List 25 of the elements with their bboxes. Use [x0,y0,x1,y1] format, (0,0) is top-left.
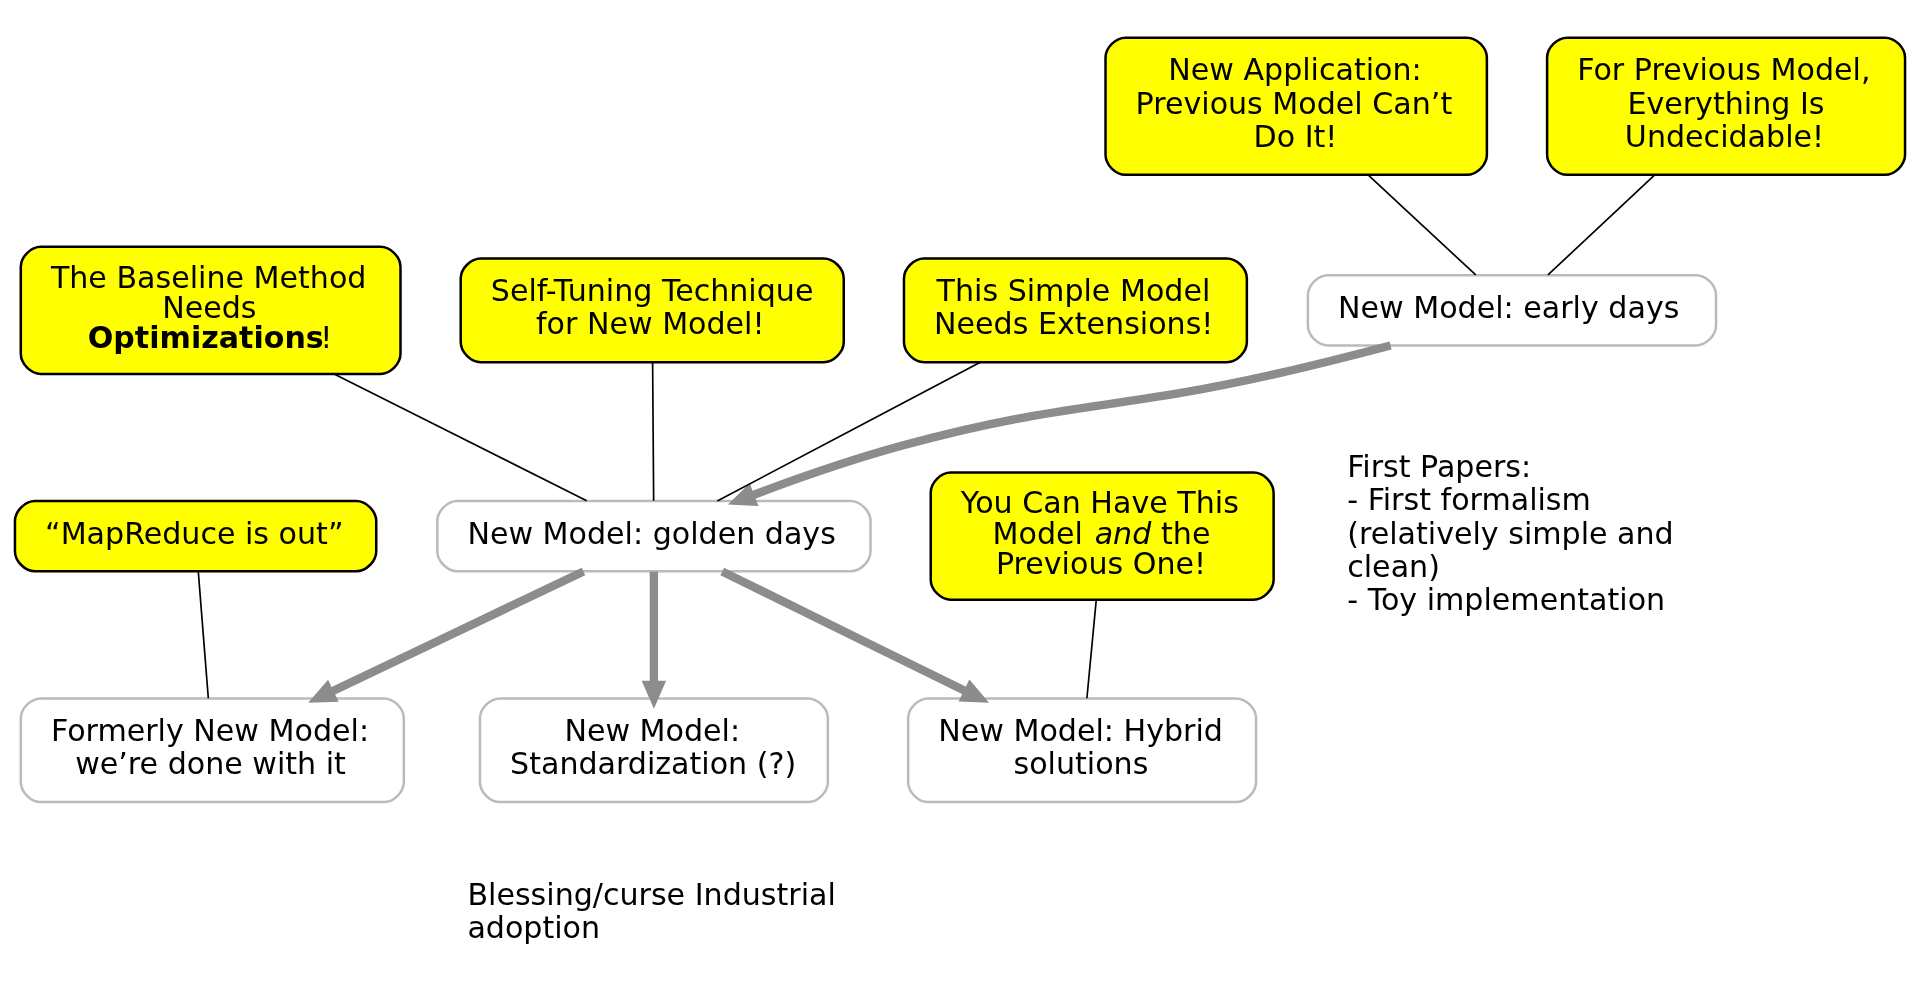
node-box: Formerly New Model: we’re done with it [19,696,406,803]
node-box: For Previous Model, Everything Is Undecidable! [1545,35,1907,176]
node-box: You Can Have This Model and the Previous One! [929,470,1275,601]
node-box: The Baseline Method Needs Optimizations! [19,245,402,375]
connector [1086,598,1098,699]
node-label: First Papers: - First formalism (relatively simple and clean) - Toy implementation [1347,448,1674,617]
arrow [727,341,1392,506]
node-box: This Simple Model Needs Extensions! [902,256,1249,363]
connector [716,360,982,502]
node-box: New Application: Previous Model Can’t Do It! [1104,35,1489,176]
node-box: New Model: Hybrid solutions [906,696,1258,803]
node-box: Self-Tuning Technique for New Model! [459,256,845,363]
node-box: New Model: golden days [436,499,872,573]
node-box: “MapReduce is out” [13,499,378,573]
node-box: New Model: early days [1306,273,1718,347]
connector [1367,174,1477,276]
arrow [720,567,990,703]
node-label: Blessing/curse Industrial adoption [467,876,836,945]
node-box: New Model: Standardization (?) [478,696,830,803]
connector [197,570,210,699]
arrow [308,567,586,703]
connector [651,361,655,502]
connector [1547,174,1656,276]
arrow [641,571,667,709]
connector [333,372,588,502]
